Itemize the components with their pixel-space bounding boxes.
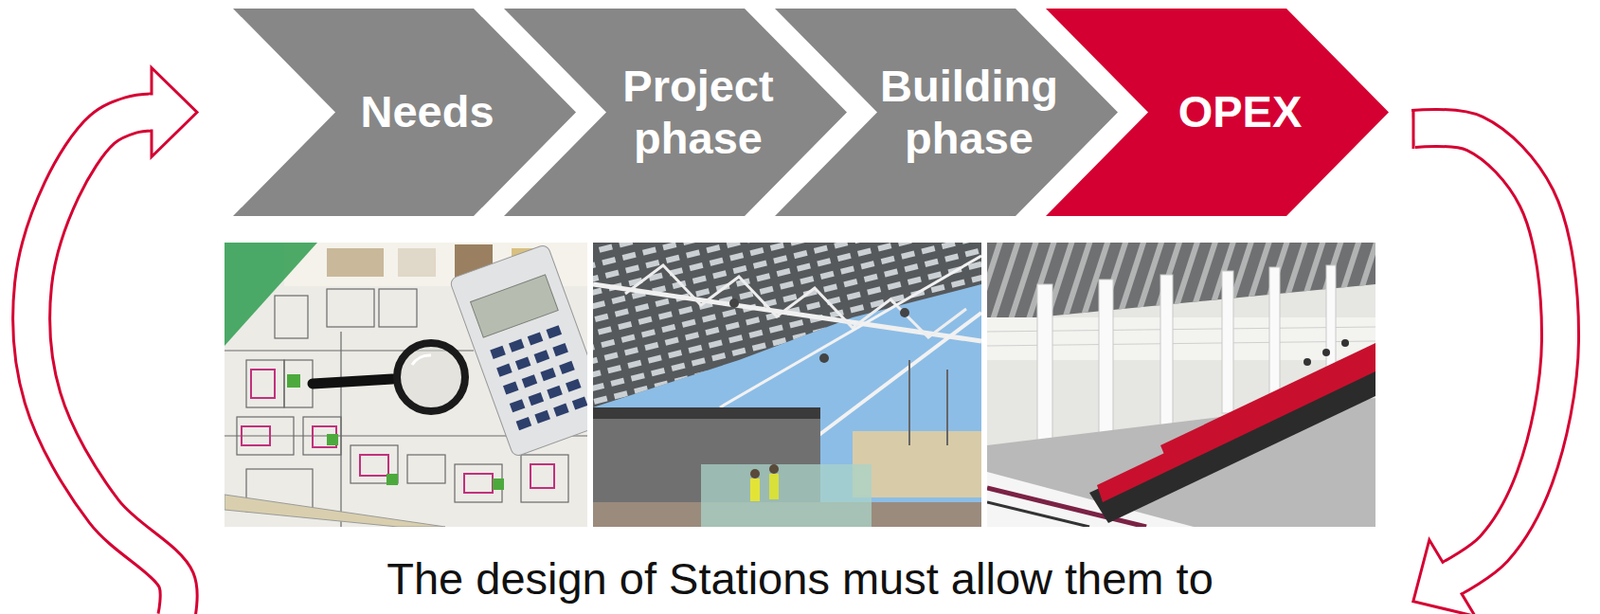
arrow-band-outline: [1413, 127, 1561, 578]
chevron-fill: [1045, 8, 1389, 216]
chevron-fill: [774, 8, 1118, 216]
arrow-band-outline: [31, 112, 179, 614]
phase-chevron: Needs: [233, 8, 576, 216]
phase-chevron: OPEX: [1045, 8, 1389, 216]
caption-text: The design of Stations must allow them t…: [386, 553, 1214, 605]
arrow-head: [151, 68, 198, 158]
chevron-fill: [503, 8, 847, 216]
arrow-head: [1413, 539, 1475, 614]
arrow-tail: [1412, 108, 1416, 149]
arrow-band-inner: [1413, 127, 1561, 578]
plans-photo: [224, 242, 588, 527]
arrow-head-opening: [1449, 575, 1455, 579]
phase-chevron: Project phase: [503, 8, 847, 216]
arrow-head-opening: [148, 95, 155, 130]
phase-label: OPEX: [1178, 86, 1303, 138]
arrow-band-inner: [31, 112, 179, 614]
chevron-fill: [233, 8, 576, 216]
phase-chevron: Building phase: [774, 8, 1118, 216]
caption-box: The design of Stations must allow them t…: [0, 553, 1600, 605]
phase-label: Needs: [359, 86, 494, 138]
phase-label: Building phase: [855, 60, 1083, 163]
roof-photo: [593, 242, 982, 527]
phase-label: Project phase: [584, 60, 812, 163]
station-photo: [987, 242, 1376, 527]
